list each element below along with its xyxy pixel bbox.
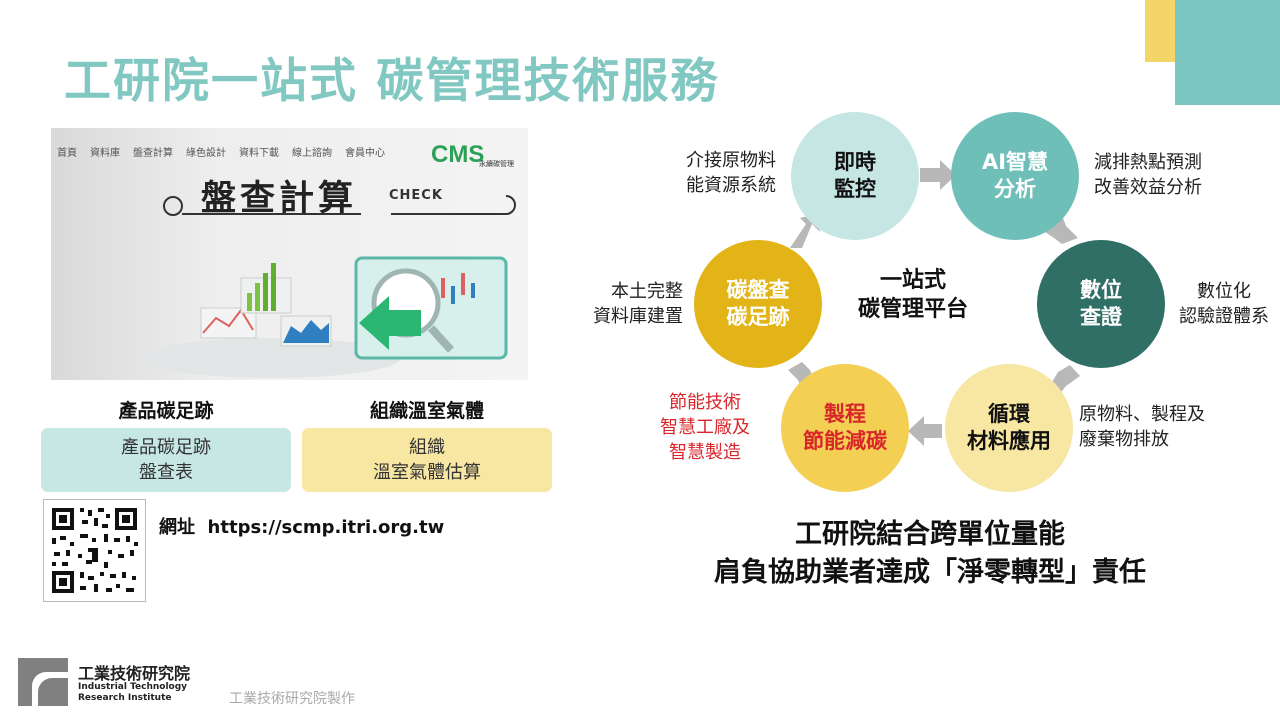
node-text: 循環 [988,402,1030,426]
statement-line: 肩負協助業者達成「淨零轉型」責任 [714,557,1146,588]
dashboard-illustration [141,256,508,378]
footer-made-by: 工業技術研究院製作 [229,691,355,707]
note-line: 本土完整 [611,281,683,302]
note-line: 認驗證體系 [1179,306,1269,327]
org-ghg-box[interactable]: 組織 溫室氣體估算 [302,428,552,492]
node-text: 碳足跡 [726,305,790,329]
footer-en-line: Research Institute [78,693,172,703]
node-process-energy-saving[interactable]: 製程 節能減碳 [781,364,909,492]
arrow-down-right-icon [1042,210,1078,244]
node-circular-materials[interactable]: 循環 材料應用 [945,364,1073,492]
node-carbon-inventory[interactable]: 碳盤查 碳足跡 [694,240,822,368]
qr-code[interactable] [43,499,146,602]
note-line: 數位化 [1197,281,1251,302]
product-footprint-box[interactable]: 產品碳足跡 盤查表 [41,428,291,492]
url-label: 網址 [159,517,195,538]
footer-org-english: Industrial Technology Research Institute [78,682,187,704]
note-line: 減排熱點預測 [1094,152,1202,173]
node-text: 數位 [1080,278,1122,302]
note-line: 節能技術 [669,392,741,413]
node-text: 監控 [834,177,876,201]
product-box-line: 盤查表 [139,462,193,483]
note-line: 原物料、製程及 [1079,404,1205,425]
note-line: 資料庫建置 [593,306,683,327]
note-line: 廢棄物排放 [1079,429,1169,450]
product-box-line: 產品碳足跡 [121,437,211,458]
note-line: 智慧製造 [669,442,741,463]
cycle-center-label: 一站式 碳管理平台 [858,266,968,324]
node-text: 查證 [1080,305,1122,329]
note-ai: 減排熱點預測 改善效益分析 [1094,150,1202,200]
org-box-line: 組織 [409,437,445,458]
note-line: 介接原物料 [686,150,776,171]
footer-en-line: Industrial Technology [78,682,188,692]
cms-logo-sub: 永續碳管理 [479,159,514,168]
heading-underline [163,195,516,216]
nav-item: 線上諮詢 [292,148,332,159]
org-box-line: 溫室氣體估算 [373,462,481,483]
bottom-statement: 工研院結合跨單位量能 肩負協助業者達成「淨零轉型」責任 [640,516,1220,592]
nav-item: 資料下載 [239,148,279,159]
note-line: 改善效益分析 [1094,177,1202,198]
product-footprint-label: 產品碳足跡 [118,400,214,422]
center-line: 碳管理平台 [858,297,969,322]
note-line: 能資源系統 [686,175,776,196]
nav-item: 會員中心 [345,148,385,159]
node-text: 材料應用 [967,429,1051,453]
node-ai-analysis[interactable]: AI智慧 分析 [951,112,1079,240]
center-line: 一站式 [880,268,947,293]
website-screenshot: 首頁資料庫盤查計算綠色設計資料下載線上諮詢會員中心 CMS 永續碳管理 盤查計算… [51,128,528,380]
org-ghg-label: 組織溫室氣體 [369,400,484,422]
note-circular: 原物料、製程及 廢棄物排放 [1079,402,1205,452]
check-heading: 盤查計算 [201,179,358,219]
itri-logo-icon [18,658,68,706]
arrow-icon [359,296,421,350]
node-digital-verification[interactable]: 數位 查證 [1037,240,1165,368]
chart-line-red [202,308,254,334]
note-line: 智慧工廠及 [660,417,750,438]
statement-line: 工研院結合跨單位量能 [795,519,1065,550]
node-realtime-monitor[interactable]: 即時 監控 [791,112,919,240]
website-url[interactable]: 網址 https://scmp.itri.org.tw [159,513,444,539]
bar [255,283,260,311]
url-link[interactable]: https://scmp.itri.org.tw [207,517,445,538]
node-text: 即時 [834,150,876,174]
nav-item: 首頁 [57,148,77,159]
node-text: 碳盤查 [726,278,790,302]
cms-logo-text: CMS [431,141,484,168]
nav-item: 綠色設計 [186,148,226,159]
node-text: 分析 [994,177,1036,201]
note-digital: 數位化 認驗證體系 [1172,279,1276,329]
node-text: AI智慧 [981,150,1049,174]
bar [263,273,268,311]
website-nav: 首頁 資料庫 盤查計算 綠色設計 資料下載 線上諮詢 會員中心 [57,144,398,159]
corner-decoration-teal [1175,0,1280,105]
check-label: CHECK [389,188,443,203]
footer-org-name: 工業技術研究院 [78,664,191,683]
area-blue [283,320,329,343]
bar [247,293,252,311]
node-text: 節能減碳 [803,429,887,453]
nav-item: 盤查計算 [133,148,173,159]
bar [271,263,276,311]
cms-logo: CMS 永續碳管理 [431,141,514,168]
slide-title: 工研院一站式 碳管理技術服務 [64,54,720,109]
arrow-left-icon [908,416,942,446]
note-inventory: 本土完整 資料庫建置 [575,279,683,329]
nav-item: 資料庫 [90,148,120,159]
node-text: 製程 [824,402,866,426]
arrow-right-icon [920,160,956,190]
note-process: 節能技術 智慧工廠及 智慧製造 [645,390,765,465]
note-monitor: 介接原物料 能資源系統 [668,148,776,198]
